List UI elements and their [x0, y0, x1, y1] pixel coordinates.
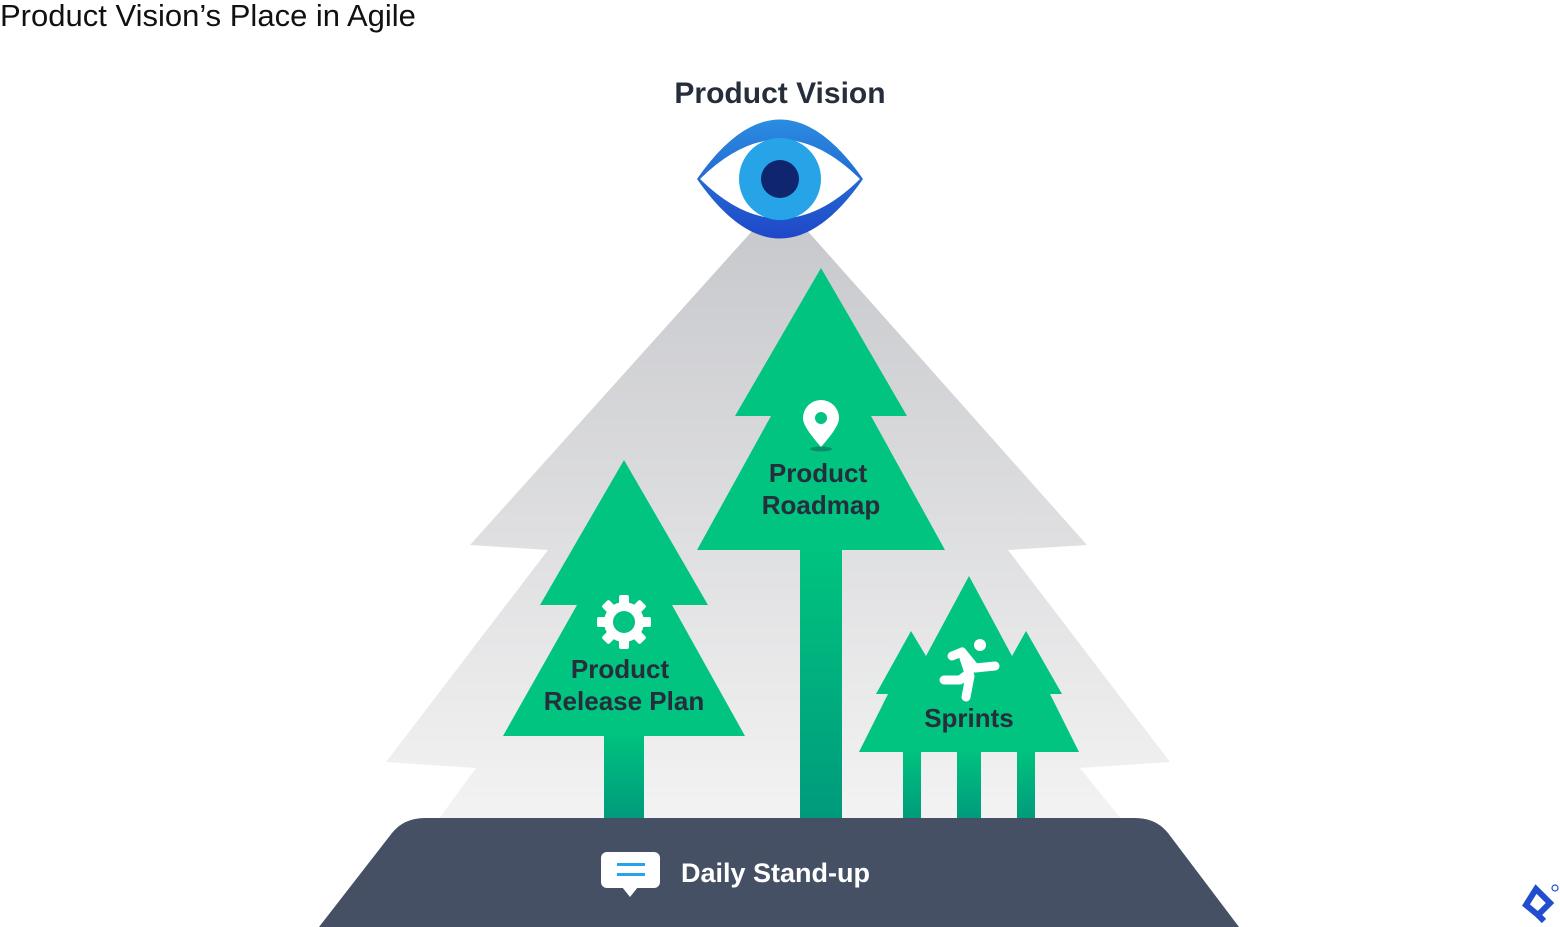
release-plan-label-line2: Release Plan: [544, 686, 704, 716]
eye-icon: [697, 119, 863, 239]
vision-label: Product Vision: [674, 77, 885, 110]
standup-platform: [319, 818, 1239, 927]
roadmap-label-line1: Product: [769, 458, 868, 488]
standup-label: Daily Stand-up: [681, 858, 870, 888]
map-pin-icon: [803, 400, 839, 452]
release-plan-label-line1: Product: [571, 654, 670, 684]
chat-bubble-icon: [601, 852, 660, 897]
roadmap-label-line2: Roadmap: [762, 490, 880, 520]
toptal-logo-icon: [1522, 884, 1559, 924]
running-person-icon: [939, 639, 1000, 702]
gear-icon: [597, 595, 651, 649]
sprints-label: Sprints: [924, 703, 1014, 733]
page-title: Product Vision’s Place in Agile: [0, 0, 416, 33]
